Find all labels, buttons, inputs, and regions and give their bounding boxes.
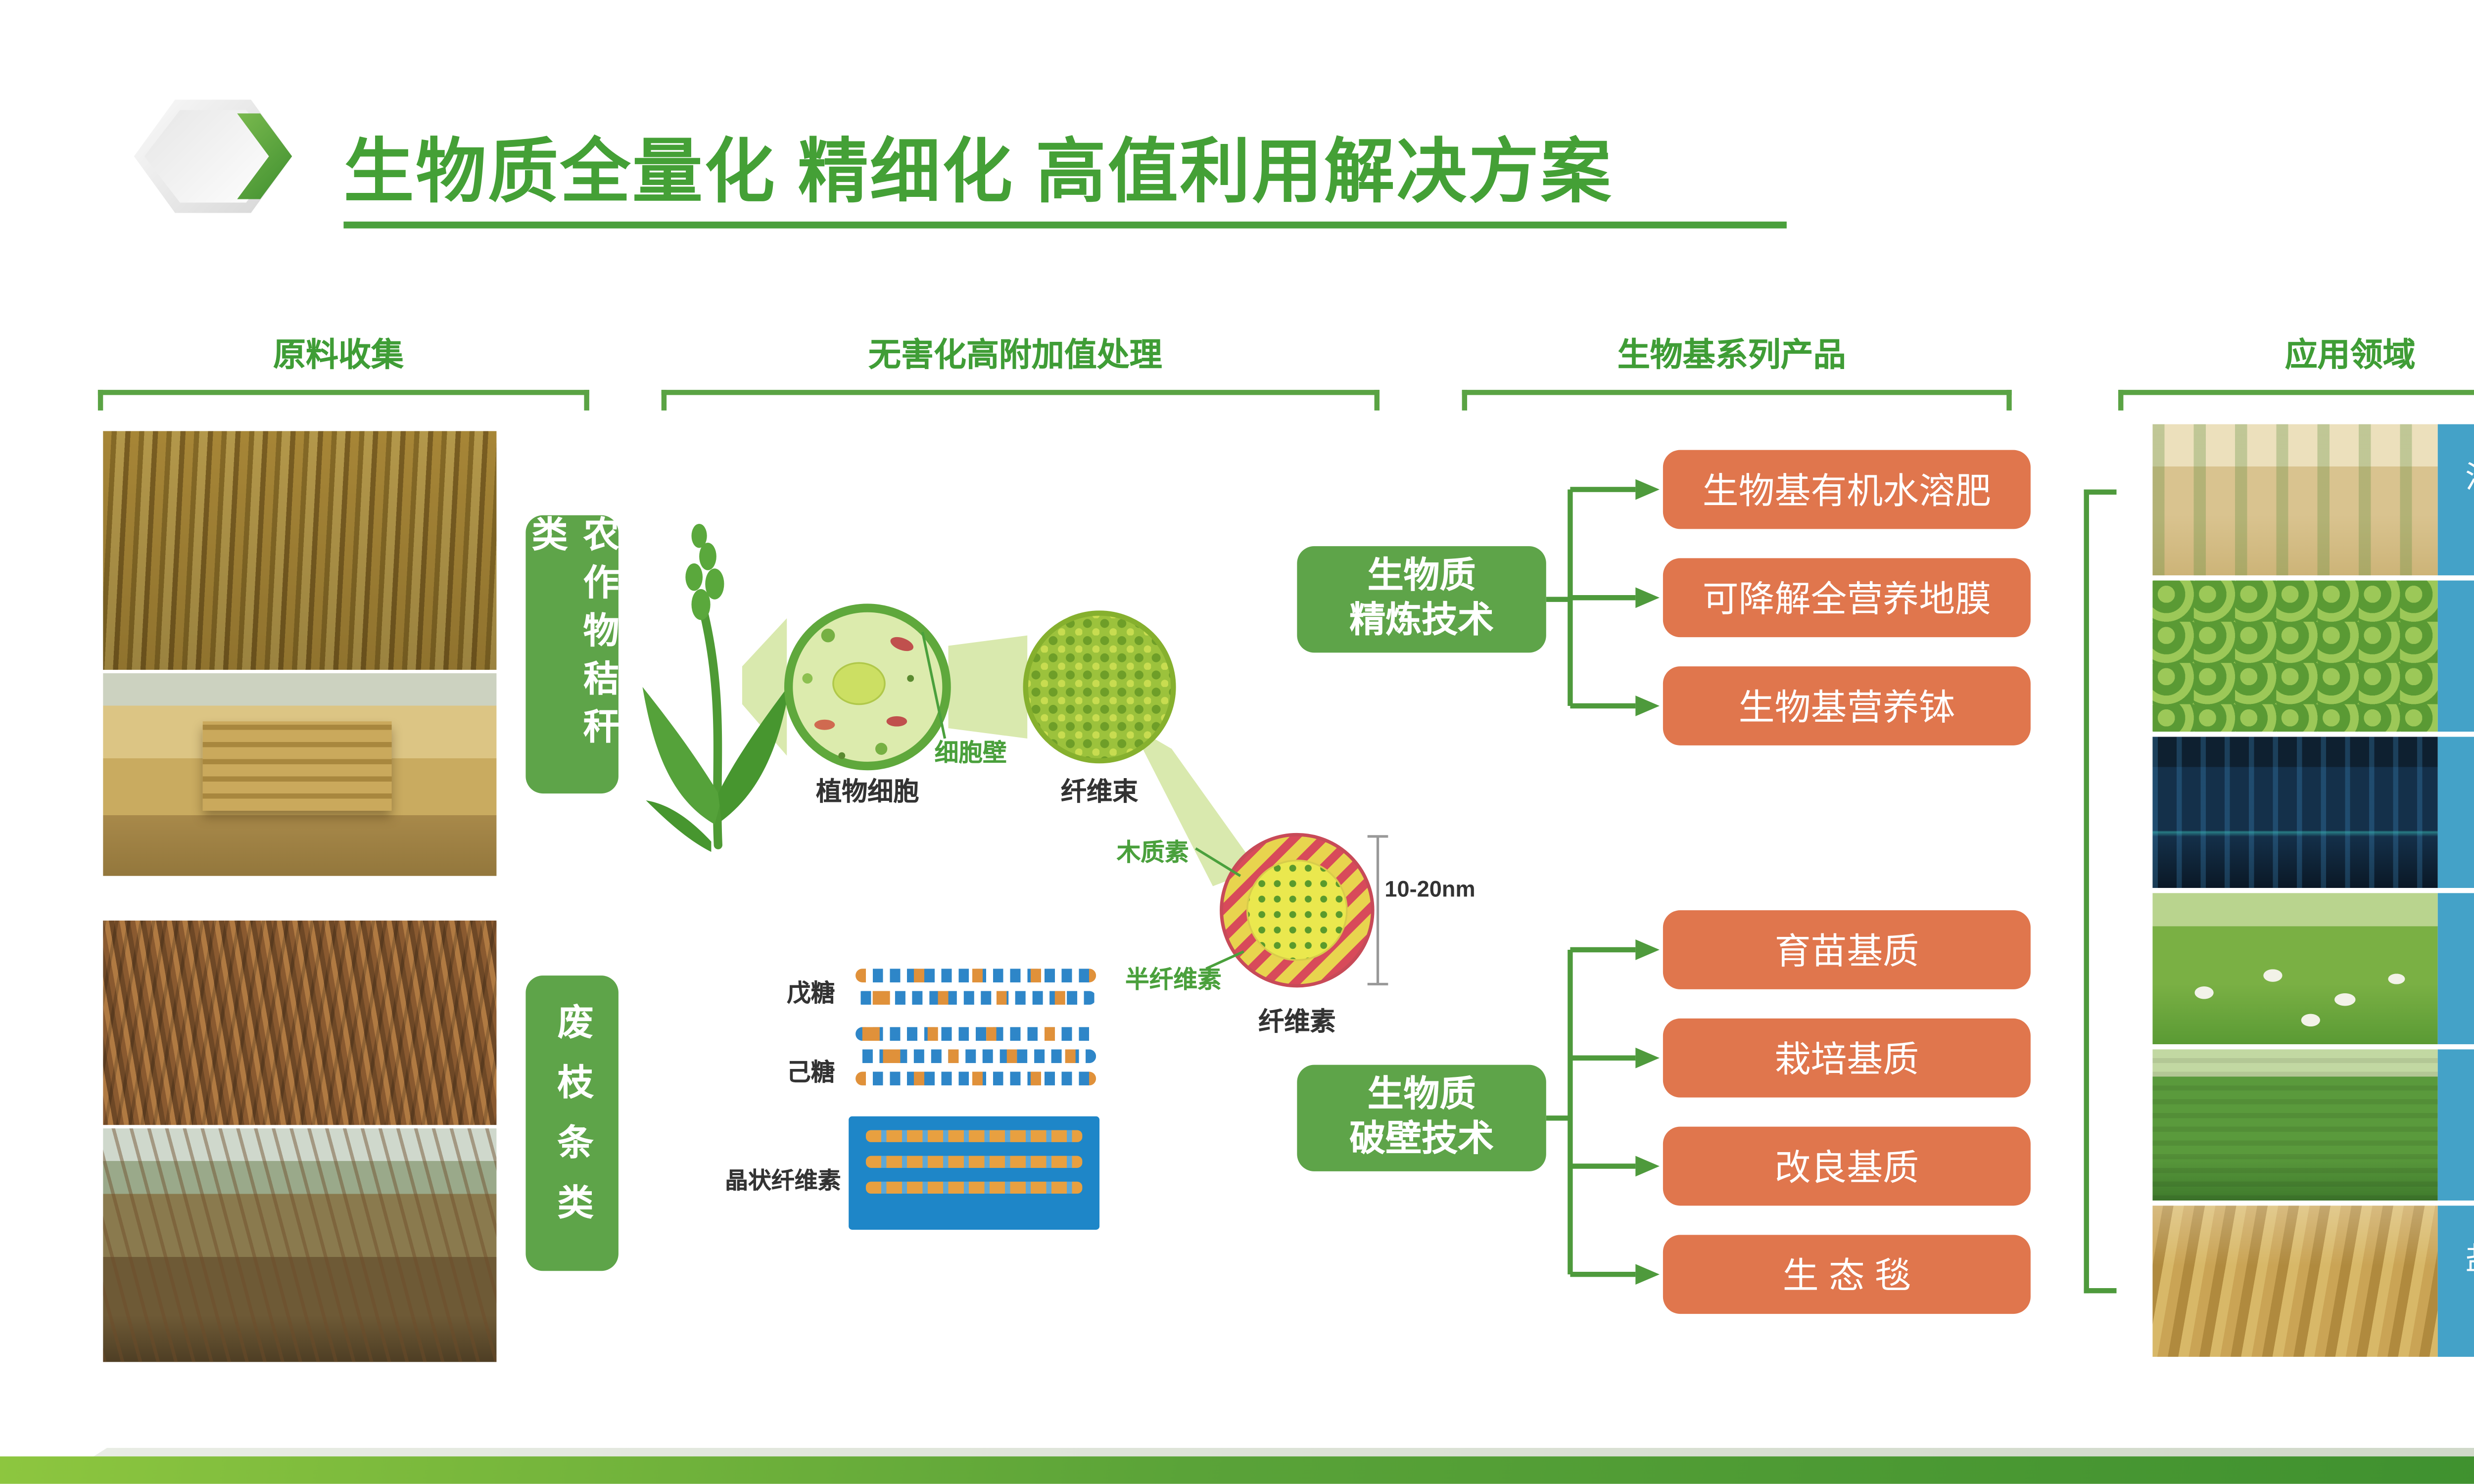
application-label-fertility: 肥力 提升 xyxy=(2437,580,2474,732)
title-underline xyxy=(343,221,1787,229)
product-organic-water-soluble-fertilizer: 生物基有机水溶肥 xyxy=(1663,450,2031,529)
application-row: 肥力 提升 xyxy=(2152,580,2474,732)
bracket-processing xyxy=(661,390,1380,411)
product-biobased-nutrition-pot: 生物基营养钵 xyxy=(1663,666,2031,745)
bottom-ribbon xyxy=(0,1456,2474,1484)
application-label-desertification: 沙漠化 治理 xyxy=(2437,424,2474,576)
section-header-collection: 原料收集 xyxy=(273,338,404,374)
applications-bracket xyxy=(2084,489,2117,1294)
tech-breaking-line1: 生物质 xyxy=(1367,1074,1476,1114)
tech-box-wall-breaking: 生物质 破壁技术 xyxy=(1297,1065,1546,1171)
logo-hexagon-icon xyxy=(134,99,292,213)
bracket-applications xyxy=(2118,390,2474,411)
label-hemicellulose: 半纤维素 xyxy=(1125,965,1222,993)
application-row: 盐碱地 改良 xyxy=(2152,1206,2474,1357)
application-row: 园林 绿化 xyxy=(2152,1049,2474,1201)
connector-tree-breaking xyxy=(1546,939,1660,1285)
label-cell-wall: 细胞壁 xyxy=(934,738,1007,766)
category-label-crop-straw: 农作物秸秆类 xyxy=(525,515,618,794)
application-row: 农业 数据 xyxy=(2152,737,2474,888)
product-seedling-substrate: 育苗基质 xyxy=(1663,910,2031,989)
photo-waste-twigs xyxy=(103,920,497,1125)
section-header-processing: 无害化高附加值处理 xyxy=(868,338,1162,374)
tech-breaking-line2: 破壁技术 xyxy=(1349,1119,1494,1159)
page-title: 生物质全量化 精细化 高值利用解决方案 xyxy=(343,132,1613,212)
label-cellulose: 纤维素 xyxy=(1258,1008,1336,1038)
application-row: 沙漠化 治理 xyxy=(2152,424,2474,576)
application-label-saline-improvement: 盐碱地 改良 xyxy=(2437,1206,2474,1357)
application-label-line: 盐碱地 xyxy=(2465,1237,2474,1282)
product-cultivation-substrate: 栽培基质 xyxy=(1663,1018,2031,1098)
photo-fertility-crops xyxy=(2152,580,2438,732)
bracket-products xyxy=(1462,390,2012,411)
photo-orchard-branches xyxy=(103,1128,497,1362)
cellulose-chain xyxy=(865,1181,1083,1194)
hexagon-shape xyxy=(134,99,292,213)
crystalline-cellulose-illustration xyxy=(849,1116,1100,1230)
product-degradable-mulch-film: 可降解全营养地膜 xyxy=(1663,558,2031,638)
bracket-collection xyxy=(97,390,589,411)
photo-desert-control xyxy=(2152,424,2438,576)
section-header-applications: 应用领域 xyxy=(2284,338,2416,374)
tech-refining-line2: 精炼技术 xyxy=(1349,601,1494,641)
photo-agriculture-data xyxy=(2152,737,2438,888)
molecule-chain-row xyxy=(856,991,1096,1005)
photo-corn-straw xyxy=(103,431,497,670)
application-label-landscaping: 园林 绿化 xyxy=(2437,1049,2474,1201)
molecule-chain-row xyxy=(856,1049,1096,1064)
section-header-products: 生物基系列产品 xyxy=(1617,338,1846,374)
tech-box-refining: 生物质 精炼技术 xyxy=(1297,546,1546,653)
molecule-chain-row xyxy=(856,969,1096,982)
category-label-waste-branches: 废枝条类 xyxy=(525,975,618,1271)
product-ecological-blanket: 生 态 毯 xyxy=(1663,1235,2031,1314)
application-label-agri-data: 农业 数据 xyxy=(2437,737,2474,888)
tech-refining-line1: 生物质 xyxy=(1367,556,1476,596)
label-lignin: 木质素 xyxy=(1116,838,1189,866)
plant-illustration xyxy=(642,523,791,852)
photo-landscaping xyxy=(2152,1049,2438,1201)
label-crystalline-cellulose: 晶状纤维素 xyxy=(725,1167,841,1194)
photo-livestock xyxy=(2152,893,2438,1044)
plant-cell-illustration xyxy=(784,603,951,771)
application-row: 畜牧 养殖 xyxy=(2152,893,2474,1044)
application-label-livestock: 畜牧 养殖 xyxy=(2437,893,2474,1044)
application-label-line: 沙漠化 xyxy=(2465,455,2474,500)
cellulose-chain xyxy=(865,1130,1083,1142)
connector-tree-refining xyxy=(1546,479,1660,716)
molecule-chain-row xyxy=(856,1071,1096,1086)
product-improvement-substrate: 改良基质 xyxy=(1663,1126,2031,1206)
label-pentose: 戊糖 xyxy=(787,979,835,1007)
photo-straw-bales xyxy=(103,673,497,876)
molecule-chain-row xyxy=(856,1027,1096,1041)
processing-diagram xyxy=(642,523,1388,988)
photo-saline-land xyxy=(2152,1206,2438,1357)
label-fiber-bundle: 纤维束 xyxy=(1060,778,1139,807)
fiber-bundle-illustration xyxy=(1023,610,1176,764)
cellulose-chain xyxy=(865,1156,1083,1168)
label-hexose: 己糖 xyxy=(787,1058,835,1086)
label-plant-cell: 植物细胞 xyxy=(816,778,919,807)
cellulose-illustration xyxy=(1220,833,1375,988)
label-scale-10-20nm: 10-20nm xyxy=(1384,876,1475,902)
